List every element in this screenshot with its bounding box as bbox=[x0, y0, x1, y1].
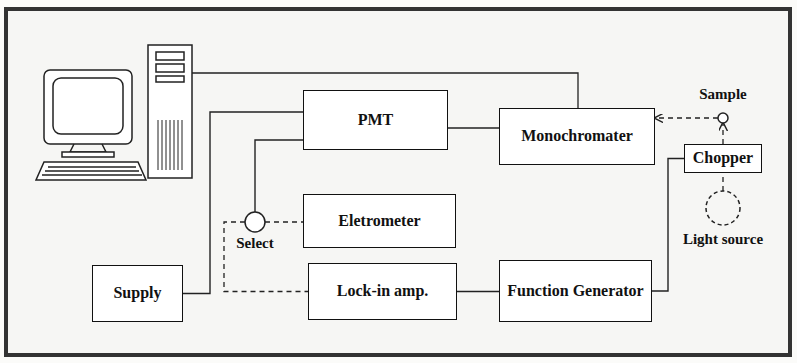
node-label: Eletrometer bbox=[338, 212, 420, 230]
connector bbox=[652, 159, 684, 292]
connector bbox=[722, 173, 723, 191]
connector bbox=[183, 112, 303, 294]
node-label: Select bbox=[222, 235, 288, 252]
pmt-box: PMT bbox=[303, 90, 448, 150]
outer-frame bbox=[6, 9, 790, 355]
node-label: PMT bbox=[358, 111, 394, 129]
node-label: Chopper bbox=[693, 149, 753, 167]
computer-monitor bbox=[36, 70, 146, 180]
connector bbox=[655, 117, 718, 118]
node-label: Monochromater bbox=[521, 127, 633, 145]
lockin-box: Lock-in amp. bbox=[308, 263, 457, 320]
connector bbox=[224, 222, 308, 292]
light-source: Light source bbox=[668, 189, 778, 255]
connector bbox=[457, 291, 499, 292]
node-label: Function Generator bbox=[507, 282, 643, 300]
node-label: Light source bbox=[668, 231, 778, 248]
connector bbox=[255, 140, 303, 212]
connector bbox=[265, 221, 303, 222]
select-switch-shape bbox=[243, 210, 267, 234]
connector bbox=[448, 127, 499, 128]
node-label: Sample bbox=[690, 86, 756, 103]
node-label: Lock-in amp. bbox=[337, 282, 429, 300]
supply-box: Supply bbox=[92, 265, 183, 322]
chopper-box: Chopper bbox=[684, 144, 762, 173]
sample-point: Sample bbox=[690, 86, 756, 126]
connector bbox=[722, 123, 723, 144]
electrometer-box: Eletrometer bbox=[303, 194, 456, 248]
function-generator-box: Function Generator bbox=[499, 260, 652, 322]
monochromator-box: Monochromater bbox=[499, 108, 655, 165]
select-switch: Select bbox=[222, 210, 288, 262]
light-source-shape bbox=[704, 189, 742, 227]
computer-tower bbox=[148, 45, 192, 178]
node-label: Supply bbox=[113, 284, 161, 302]
sample-point-shape bbox=[716, 111, 730, 125]
